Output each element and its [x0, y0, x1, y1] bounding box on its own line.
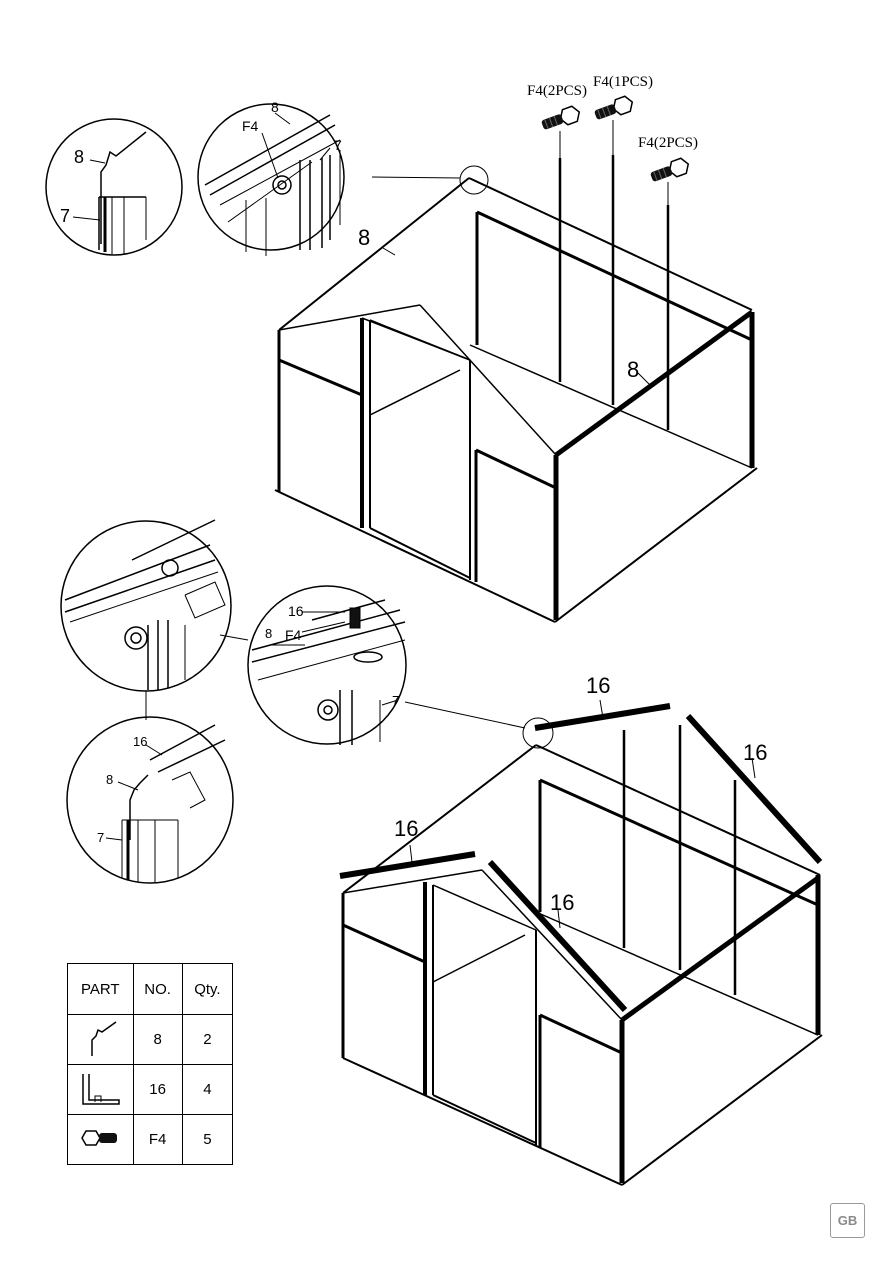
- part-label: 16: [743, 740, 767, 765]
- fastener-label: F4(1PCS): [593, 74, 653, 90]
- part-number: F4: [132, 1114, 183, 1165]
- detail-label: 7: [60, 206, 70, 226]
- detail-circle: [66, 716, 234, 884]
- table-row: F4 5: [67, 1114, 234, 1165]
- detail-label: 7: [334, 137, 342, 153]
- fastener-label: F4(2PCS): [638, 135, 698, 151]
- column-header: NO.: [132, 963, 183, 1015]
- bolt-icon: [539, 103, 583, 134]
- detail-label: 8: [265, 626, 272, 641]
- part-qty: 4: [181, 1064, 234, 1115]
- detail-circle: [60, 519, 249, 720]
- part-label: 8: [358, 225, 370, 250]
- detail-label: 7: [392, 693, 399, 708]
- detail-label: 16: [133, 734, 147, 749]
- detail-label: F4: [285, 627, 302, 643]
- detail-label: 16: [288, 603, 304, 619]
- language-badge: GB: [830, 1203, 865, 1238]
- parts-table: PART NO. Qty. 8 2 16 4 F4 5: [67, 963, 234, 1165]
- detail-label: F4: [242, 118, 259, 134]
- bolt-f4-icon: [67, 1114, 134, 1165]
- profile-8-icon: [67, 1014, 134, 1065]
- detail-label: 7: [97, 830, 104, 845]
- fastener-label: F4(2PCS): [527, 83, 587, 99]
- bolt-icon: [648, 155, 692, 186]
- part-label: 8: [627, 357, 639, 382]
- part-label: 16: [586, 673, 610, 698]
- detail-label: 8: [106, 772, 113, 787]
- table-row: 8 2: [67, 1014, 234, 1065]
- detail-circle: [45, 118, 183, 256]
- detail-label: 8: [271, 99, 279, 115]
- part-number: 16: [132, 1064, 183, 1115]
- table-header-row: PART NO. Qty.: [67, 963, 234, 1015]
- profile-16-icon: [67, 1064, 134, 1115]
- detail-circle: [197, 103, 345, 256]
- part-qty: 5: [181, 1114, 234, 1165]
- part-label: 16: [394, 816, 418, 841]
- greenhouse-bottom: [339, 699, 823, 1186]
- detail-label: 8: [74, 147, 84, 167]
- bolt-icon: [592, 93, 636, 124]
- table-row: 16 4: [67, 1064, 234, 1115]
- part-label: 16: [550, 890, 574, 915]
- part-qty: 2: [181, 1014, 234, 1065]
- column-header: Qty.: [181, 963, 234, 1015]
- column-header: PART: [67, 963, 134, 1015]
- part-number: 8: [132, 1014, 183, 1065]
- greenhouse-top: [274, 120, 758, 623]
- detail-circle: [247, 585, 526, 745]
